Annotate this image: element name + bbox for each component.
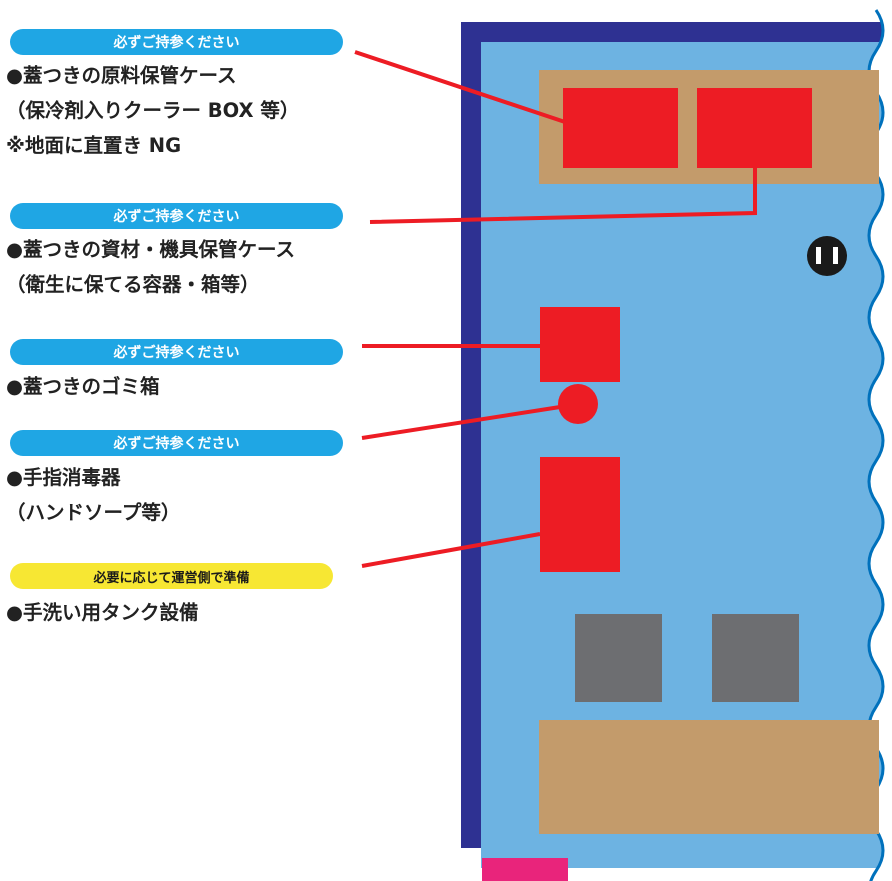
item-trash-can: ●蓋つきのゴミ箱 — [6, 369, 160, 404]
connector-line-handwash — [361, 532, 541, 568]
accent-bar — [482, 858, 568, 881]
trash-can — [540, 307, 620, 382]
item-line: （ハンドソープ等） — [6, 501, 181, 524]
ingredient-storage-case — [563, 88, 678, 168]
required-badge: 必ずご持参ください — [10, 430, 343, 456]
power-outlet-icon — [807, 236, 847, 276]
item-ingredient-storage-case: ●蓋つきの原料保管ケース （保冷剤入りクーラー BOX 等） ※地面に直置き N… — [6, 58, 299, 163]
required-badge: 必ずご持参ください — [10, 203, 343, 229]
handwash-tank — [540, 457, 620, 572]
item-handwash-tank: ●手洗い用タンク設備 — [6, 595, 199, 630]
connector-line-sanitizer — [361, 405, 561, 440]
item-line: （衛生に保てる容器・箱等） — [6, 273, 260, 296]
item-line: ●手洗い用タンク設備 — [6, 601, 199, 624]
item-line: ●手指消毒器 — [6, 466, 121, 489]
equipment-block-left — [575, 614, 662, 702]
required-badge: 必ずご持参ください — [10, 29, 343, 55]
item-line: （保冷剤入りクーラー BOX 等） — [6, 99, 300, 122]
item-line: ※地面に直置き NG — [6, 134, 182, 157]
hand-sanitizer — [558, 384, 598, 424]
item-equipment-storage-case: ●蓋つきの資材・機具保管ケース （衛生に保てる容器・箱等） — [6, 232, 295, 302]
connector-lines — [354, 50, 757, 568]
organizer-provided-badge: 必要に応じて運営側で準備 — [10, 563, 333, 589]
item-line: ●蓋つきのゴミ箱 — [6, 375, 160, 398]
connector-line-equipment-case — [369, 165, 757, 224]
bottom-table — [539, 720, 879, 834]
equipment-storage-case — [697, 88, 812, 168]
required-badge: 必ずご持参ください — [10, 339, 343, 365]
item-line: ●蓋つきの資材・機具保管ケース — [6, 238, 296, 261]
equipment-block-right — [712, 614, 799, 702]
connector-line-ingredient-case — [354, 50, 566, 124]
item-hand-sanitizer: ●手指消毒器 （ハンドソープ等） — [6, 460, 180, 530]
item-line: ●蓋つきの原料保管ケース — [6, 64, 237, 87]
